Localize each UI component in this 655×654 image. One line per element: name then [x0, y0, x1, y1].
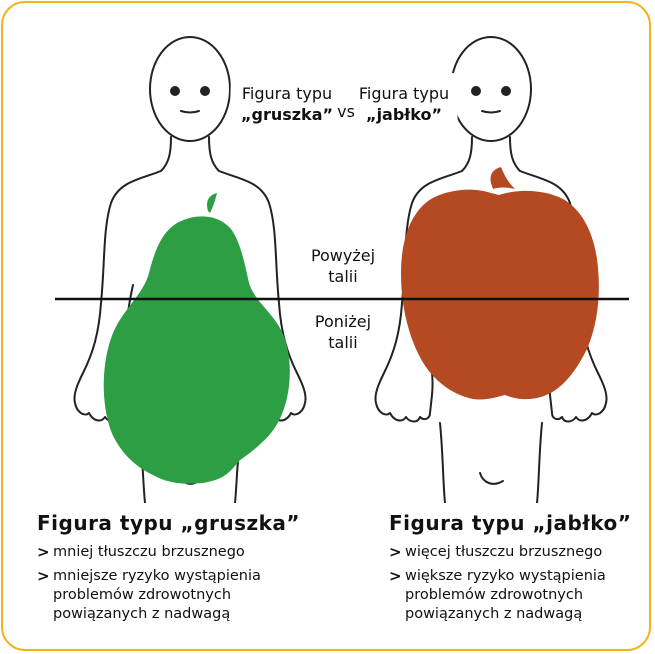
pear-label-line2: „gruszka” [229, 104, 345, 125]
pear-heading: Figura typu „gruszka” [37, 511, 327, 535]
pear-label-line1: Figura typu [229, 83, 345, 104]
apple-figure-label: Figura typu „jabłko” [351, 83, 457, 125]
below-waist-label: Poniżej talii [303, 311, 383, 353]
apple-label-line2: „jabłko” [351, 104, 457, 125]
arrow-icon: > [37, 567, 50, 586]
below-waist-line1: Poniżej [303, 311, 383, 332]
apple-bullet-text: więcej tłuszczu brzusznego [405, 544, 602, 560]
arrow-icon: > [389, 567, 402, 586]
apple-description: Figura typu „jabłko” >więcej tłuszczu br… [389, 511, 651, 629]
apple-bullet-list: >więcej tłuszczu brzusznego >większe ryz… [389, 543, 651, 624]
apple-bullet-1: >więcej tłuszczu brzusznego [389, 543, 651, 562]
below-waist-line2: talii [303, 332, 383, 353]
pear-figure-label: Figura typu „gruszka” [229, 83, 345, 125]
pear-bullet-text: mniejsze ryzyko wystąpienia problemów zd… [53, 568, 261, 622]
above-waist-label: Powyżej talii [303, 245, 383, 287]
pear-bullet-2: >mniejsze ryzyko wystąpienia problemów z… [37, 567, 293, 624]
apple-bullet-text: większe ryzyko wystąpienia problemów zdr… [405, 568, 606, 622]
arrow-icon: > [389, 543, 402, 562]
apple-heading: Figura typu „jabłko” [389, 511, 651, 535]
pear-description: Figura typu „gruszka” >mniej tłuszczu br… [37, 511, 327, 629]
pear-bullet-text: mniej tłuszczu brzusznego [53, 544, 245, 560]
arrow-icon: > [37, 543, 50, 562]
above-waist-line2: talii [303, 266, 383, 287]
pear-bullet-list: >mniej tłuszczu brzusznego >mniejsze ryz… [37, 543, 327, 624]
pear-bullet-1: >mniej tłuszczu brzusznego [37, 543, 327, 562]
right-head [451, 37, 531, 141]
left-head [150, 37, 230, 141]
above-waist-line1: Powyżej [303, 245, 383, 266]
pear-shape [104, 193, 290, 484]
apple-bullet-2: >większe ryzyko wystąpienia problemów zd… [389, 567, 651, 624]
apple-label-line1: Figura typu [351, 83, 457, 104]
